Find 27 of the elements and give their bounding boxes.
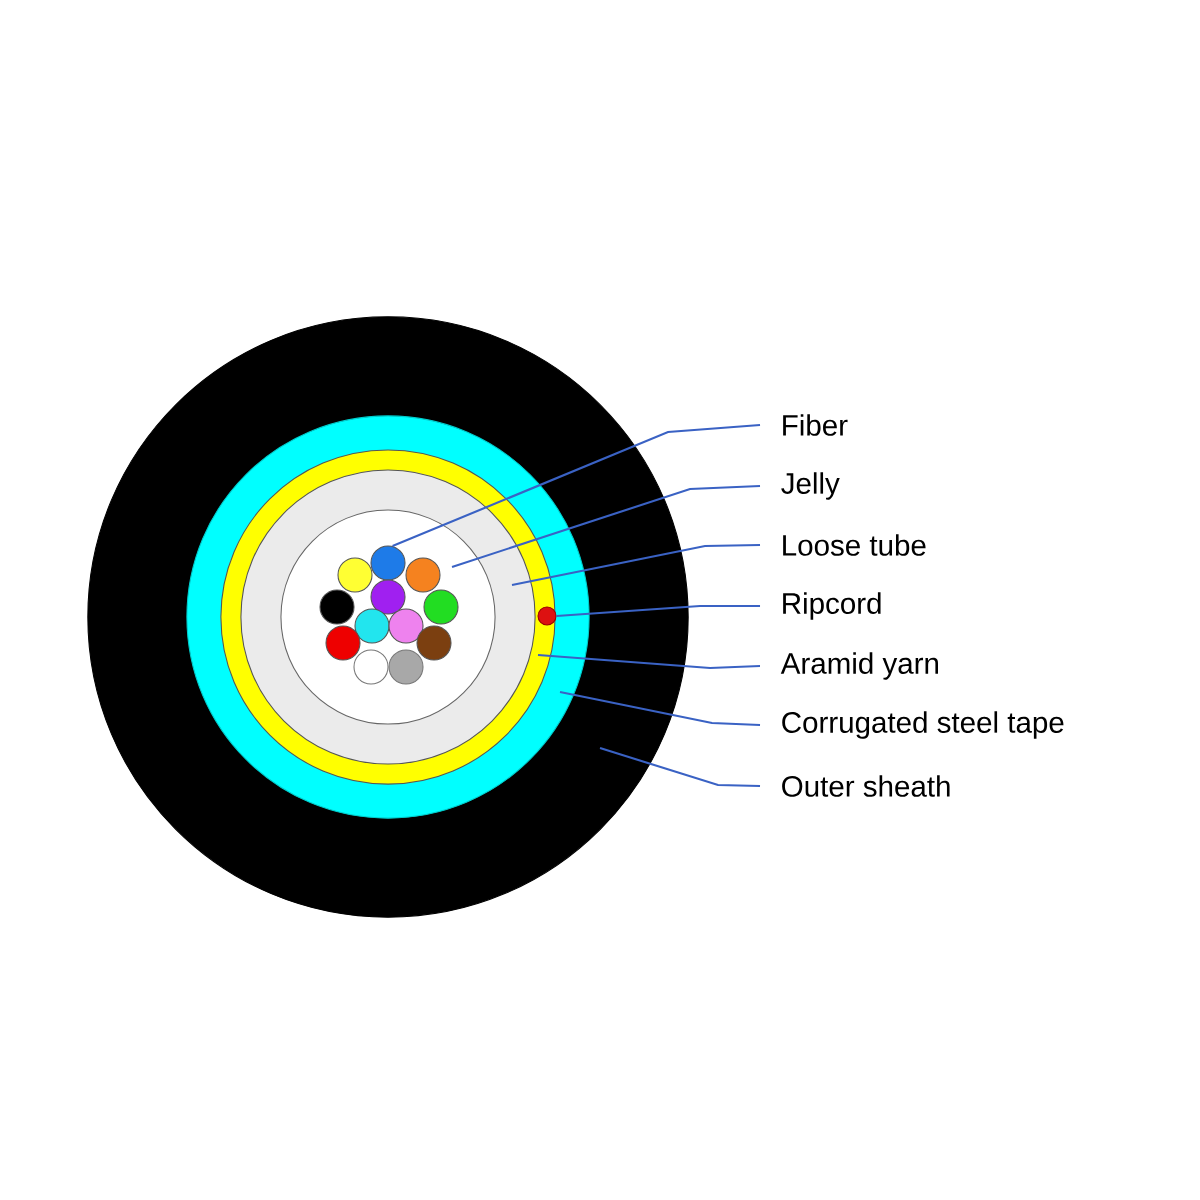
fiber-circle [354, 608, 390, 644]
fiber-circle [337, 557, 373, 593]
part-label: Outer sheath [782, 775, 950, 797]
fiber-circle [416, 625, 452, 661]
part-label: Fiber [783, 414, 848, 436]
fiber-circle [423, 589, 459, 625]
fiber-circle [388, 649, 424, 685]
fiber-circle [405, 557, 441, 593]
fiber-circle [319, 589, 355, 625]
leader-line [451, 484, 761, 568]
leader-line [559, 690, 761, 727]
part-label: Loose tube [783, 534, 926, 556]
fiber-circle [370, 545, 406, 581]
fiber-circle [370, 579, 406, 615]
part-label: Aramid yarn [780, 652, 938, 680]
part-label: Jelly [781, 472, 840, 500]
leader-line [599, 747, 761, 788]
leader-line [556, 604, 760, 618]
leader-line [511, 543, 761, 587]
leader-line [537, 653, 761, 670]
fiber-circle [325, 625, 361, 661]
fiber-circle [353, 649, 389, 685]
leader-line [392, 423, 761, 548]
part-label: Ripcord [783, 592, 881, 620]
part-label: Corrugated steel tape [782, 711, 1064, 739]
fiber-circle [388, 608, 424, 644]
ripcord-dot [537, 606, 557, 626]
